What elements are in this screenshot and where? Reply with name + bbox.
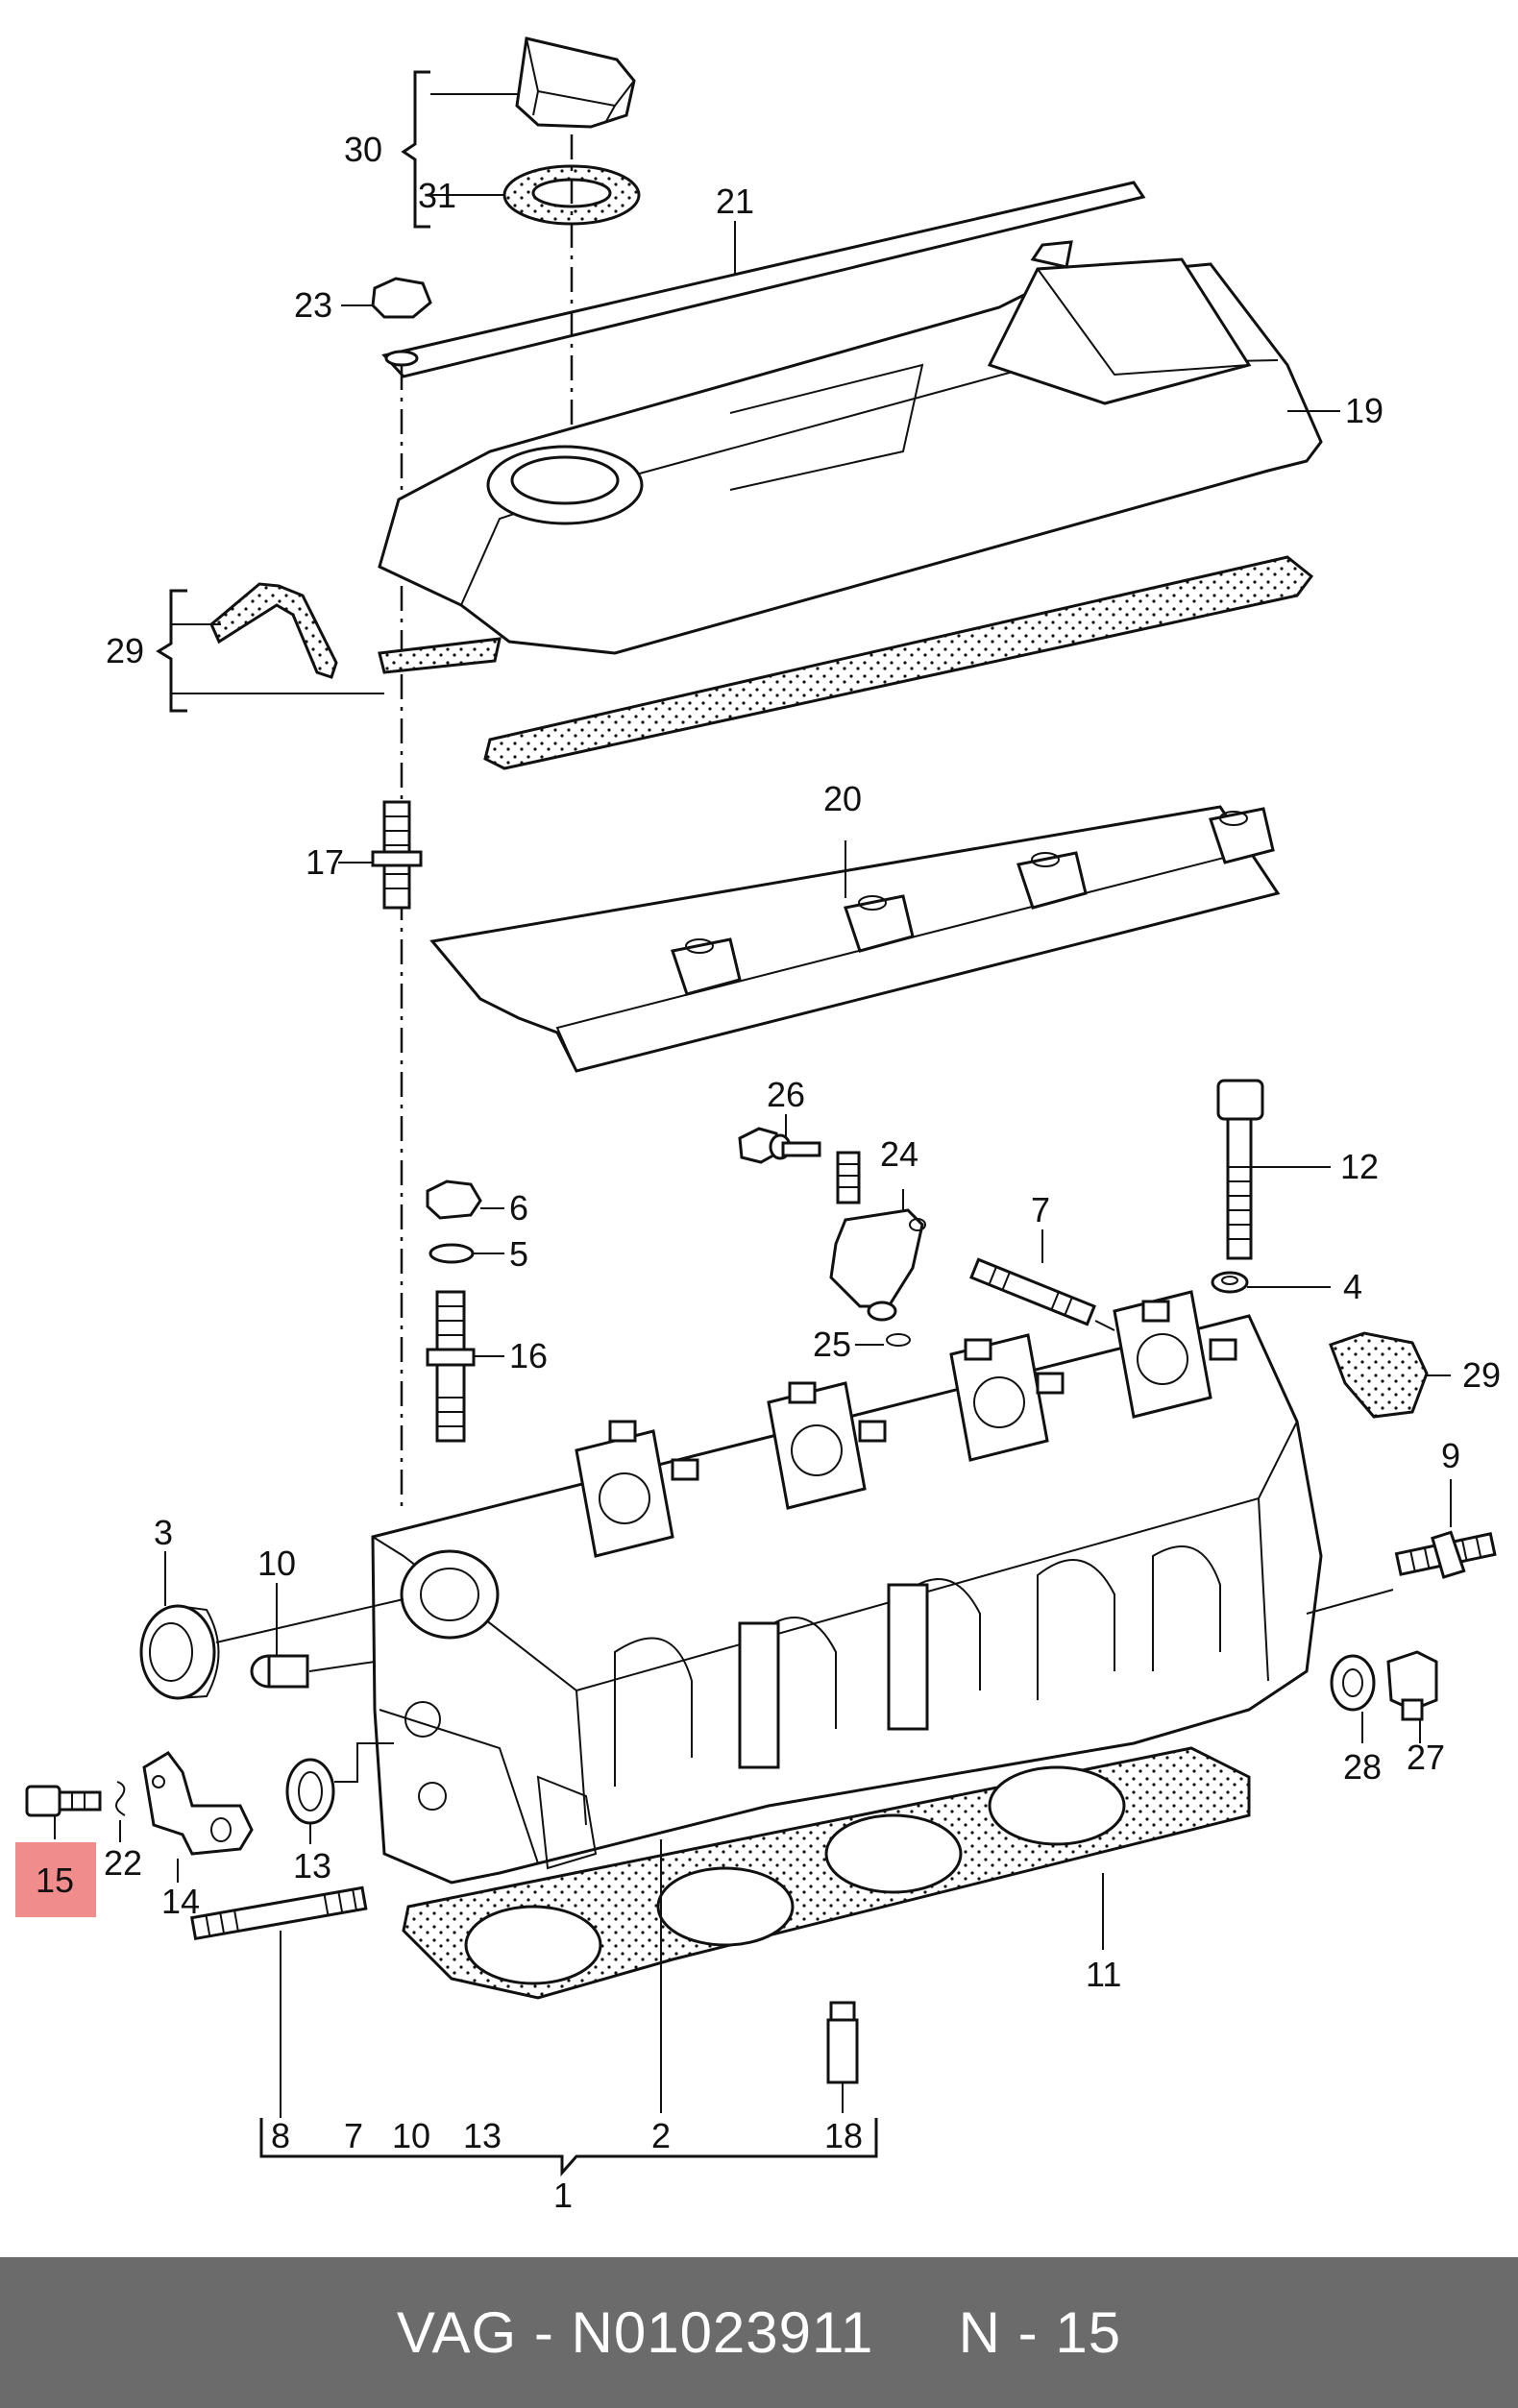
label-21: 21 <box>716 182 754 221</box>
label-9: 9 <box>1441 1436 1460 1475</box>
label-17: 17 <box>306 842 344 882</box>
washer-28 <box>1330 1654 1376 1712</box>
label-20: 20 <box>823 779 862 818</box>
guide-18 <box>826 2001 859 2084</box>
nut-23 <box>371 277 432 367</box>
label-26: 26 <box>767 1075 805 1114</box>
label-14: 14 <box>161 1882 200 1921</box>
valve-cover-19 <box>378 240 1323 655</box>
footer-text: VAG - N01023911 N - 15 <box>396 2300 1122 2365</box>
label-19: 19 <box>1345 391 1383 430</box>
bracket-29-top <box>156 589 187 713</box>
dash-3 <box>215 1598 404 1643</box>
label-11: 11 <box>1086 1955 1121 1994</box>
o-ring-25 <box>886 1333 911 1347</box>
stud-17 <box>371 800 423 910</box>
label-28: 28 <box>1343 1747 1382 1787</box>
exploded-parts-diagram: 30 31 21 23 19 29 20 17 26 24 12 6 5 7 4… <box>15 36 1501 2215</box>
label-29-right: 29 <box>1462 1355 1501 1395</box>
label-13-upper: 13 <box>293 1846 331 1885</box>
bracket-group-1 <box>259 2118 878 2177</box>
baffle-plate-20 <box>429 805 1281 1073</box>
seal-13 <box>285 1758 335 1825</box>
seal-29-top <box>209 582 338 679</box>
label-29-top: 29 <box>106 631 144 670</box>
sensor-9 <box>1394 1530 1497 1579</box>
label-5: 5 <box>509 1234 528 1274</box>
plug-10 <box>250 1654 309 1689</box>
label-7-lower: 7 <box>344 2116 363 2155</box>
label-10-lower: 10 <box>392 2116 430 2155</box>
stud-8 <box>189 1885 368 1941</box>
plug-27 <box>1386 1650 1438 1721</box>
label-1: 1 <box>553 2176 573 2215</box>
bracket-24 <box>829 1151 926 1322</box>
label-27: 27 <box>1407 1738 1445 1777</box>
dash-7 <box>1094 1320 1115 1331</box>
label-23: 23 <box>294 285 332 325</box>
bracket-14 <box>142 1751 254 1856</box>
label-7-upper: 7 <box>1031 1190 1050 1229</box>
label-2: 2 <box>651 2116 671 2155</box>
bolt-15 <box>25 1785 102 1817</box>
label-30: 30 <box>344 130 382 169</box>
washer-5 <box>428 1243 475 1264</box>
label-25: 25 <box>813 1325 851 1364</box>
oil-filler-cap <box>515 36 636 129</box>
nut-6 <box>426 1180 482 1220</box>
cylinder-head <box>371 1290 1323 1885</box>
washer-4 <box>1211 1271 1249 1294</box>
dash-13 <box>334 1742 394 1783</box>
label-24: 24 <box>880 1134 918 1174</box>
highlight-15 <box>15 1842 96 1917</box>
label-3: 3 <box>154 1513 173 1552</box>
label-13-lower: 13 <box>463 2116 502 2155</box>
bolt-12 <box>1216 1079 1264 1260</box>
bolt-26 <box>738 1127 821 1164</box>
spring-washer-22 <box>115 1781 126 1816</box>
seal-3 <box>139 1604 220 1700</box>
stud-16 <box>426 1290 476 1443</box>
gasket-21 <box>381 181 1146 378</box>
cover-gasket-long <box>483 555 1314 770</box>
part-number-footer: VAG - N01023911 N - 15 <box>0 2257 1518 2408</box>
label-4: 4 <box>1343 1267 1362 1306</box>
cover-gasket <box>378 637 502 674</box>
label-8: 8 <box>271 2116 290 2155</box>
label-6: 6 <box>509 1188 528 1228</box>
dash-9 <box>1306 1589 1394 1615</box>
seal-29-right <box>1329 1331 1429 1419</box>
bracket-30-31 <box>401 70 430 229</box>
label-22: 22 <box>104 1843 142 1883</box>
dash-10 <box>308 1661 376 1672</box>
stud-7-upper <box>969 1257 1096 1326</box>
label-18: 18 <box>824 2116 863 2155</box>
label-12: 12 <box>1340 1147 1379 1186</box>
label-15: 15 <box>36 1861 74 1900</box>
label-31: 31 <box>418 176 456 215</box>
head-nuts <box>608 1300 1237 1481</box>
label-16: 16 <box>509 1336 548 1375</box>
head-gasket-11 <box>402 1746 1251 2000</box>
label-10-upper: 10 <box>257 1544 296 1583</box>
